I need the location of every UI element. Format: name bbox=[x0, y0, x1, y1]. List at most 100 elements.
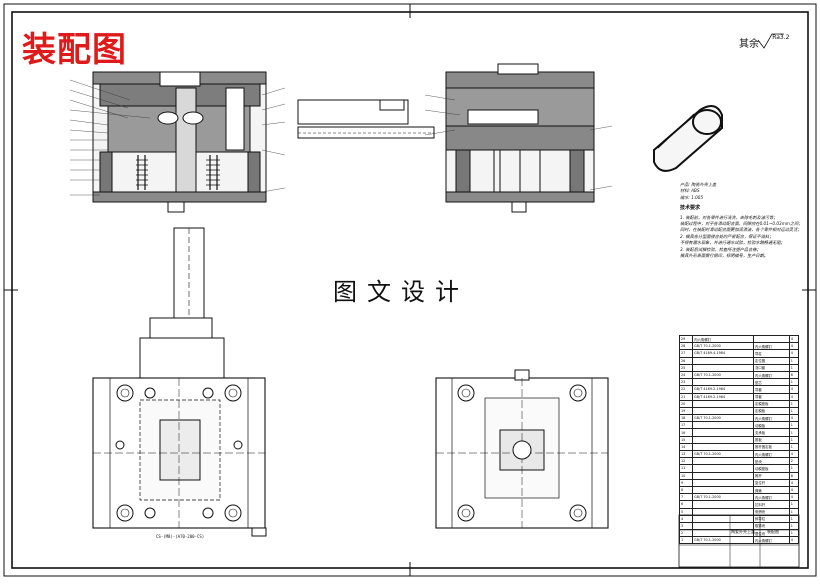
note-line-4: 不得有漏水现象，并进行通水试验，检验水路畅通无阻； bbox=[680, 240, 785, 246]
bom-cell bbox=[692, 356, 754, 365]
bom-cell: 25 bbox=[678, 363, 694, 372]
bom-cell: 4 bbox=[788, 414, 800, 423]
bom-cell: 1 bbox=[788, 399, 800, 408]
bom-cell: 内六角螺钉 bbox=[752, 449, 790, 459]
bom-cell: 18 bbox=[678, 414, 694, 423]
bom-cell: 4 bbox=[788, 493, 800, 502]
title-block-name: 陶瓷外壳上盖 bbox=[731, 529, 755, 534]
bom-cell bbox=[692, 507, 754, 516]
view-label: CS-(M8)-(A70-200-CS) bbox=[156, 534, 205, 539]
bom-cell bbox=[692, 471, 754, 480]
bom-cell: GB/T 70.1-2000 bbox=[692, 342, 754, 351]
bom-cell: 内六角螺钉 bbox=[692, 334, 754, 344]
bom-cell: 24 bbox=[678, 370, 694, 380]
part-isometric-view bbox=[653, 105, 723, 172]
bom-cell: 21 bbox=[678, 392, 694, 401]
roughness-label: 其余 bbox=[739, 39, 759, 50]
bom-cell: 1 bbox=[788, 435, 800, 444]
bom-cell bbox=[692, 500, 754, 509]
bom-cell: GB/T 70.1-2000 bbox=[692, 370, 754, 380]
bom-cell: 22 bbox=[678, 385, 694, 394]
note-line-3: 2. 模具各分型面接合处的严密配合，保证不溢料； bbox=[680, 233, 774, 239]
note-line-1: 装配过程中，对于各滑动配合面，间隙应在0.01~0.03mm之间； bbox=[680, 221, 803, 227]
bom-cell bbox=[692, 363, 754, 372]
bom-cell: 8 bbox=[678, 485, 694, 495]
fixed-half-plan-view bbox=[435, 369, 609, 529]
bom-cell: 11 bbox=[678, 464, 694, 473]
bom-cell: 定模板 bbox=[752, 406, 790, 416]
bom-cell: 内六角螺钉 bbox=[752, 370, 790, 380]
bom-cell: 内六角螺钉 bbox=[752, 342, 790, 351]
bom-cell: 推杆固定板 bbox=[752, 442, 790, 452]
roughness-note: 其余 Ra3.2 bbox=[739, 34, 789, 50]
bom-cell: 侧滑块 bbox=[752, 507, 790, 516]
bom-cell: 内六角螺钉 bbox=[752, 536, 790, 545]
moving-half-plan-view bbox=[92, 227, 267, 537]
note-line-0: 1. 装配前，对各零件进行清洗，去除毛刺及油污等； bbox=[680, 214, 778, 220]
product-info-2: 缩水: 1.005 bbox=[680, 194, 704, 200]
bom-cell: 5 bbox=[678, 507, 694, 516]
note-line-2: 同时，在装配时滑动配合面要加润滑油，各个零件相对运动灵活； bbox=[680, 227, 802, 233]
bom-cell bbox=[752, 334, 790, 344]
bom-cell: 复位杆 bbox=[752, 478, 790, 487]
bom-cell: 1 bbox=[788, 500, 800, 509]
bom-cell bbox=[692, 378, 754, 387]
bom-cell: 支承板 bbox=[752, 428, 790, 437]
bom-cell: 2 bbox=[678, 529, 694, 538]
drawing-title: 装配图 bbox=[22, 30, 127, 70]
bom-cell: 1 bbox=[788, 406, 800, 416]
bom-cell: GB/T 4169.2-1984 bbox=[692, 392, 754, 401]
bom-cell: 1 bbox=[788, 428, 800, 437]
bom-cell: GB/T 4169.4-1984 bbox=[692, 349, 754, 358]
bom-cell: GB/T 4169.2-1984 bbox=[692, 385, 754, 394]
title-block-type: 装配图 bbox=[767, 529, 779, 534]
bom-cell: 4 bbox=[788, 385, 800, 394]
bom-cell: 定模座板 bbox=[752, 399, 790, 408]
bom-cell: 9 bbox=[678, 478, 694, 487]
bom-cell: 1 bbox=[788, 442, 800, 452]
bom-cell: 4 bbox=[788, 342, 800, 351]
product-info-0: 产品: 陶瓷外壳上盖 bbox=[680, 182, 717, 187]
bom-cell: 4 bbox=[788, 478, 800, 487]
bom-cell: 4 bbox=[678, 514, 694, 523]
bom-cell bbox=[692, 514, 754, 523]
bom-cell: 1 bbox=[678, 536, 694, 545]
bom-cell: 4 bbox=[788, 536, 800, 545]
bom-cell: 1 bbox=[788, 521, 800, 531]
bom-cell: 内六角螺钉 bbox=[752, 493, 790, 502]
bom-cell bbox=[692, 406, 754, 416]
bom-cell bbox=[692, 464, 754, 473]
bom-cell: 16 bbox=[678, 428, 694, 437]
roughness-symbol bbox=[757, 33, 784, 49]
bom-cell: 4 bbox=[788, 485, 800, 495]
note-line-5: 3. 装配后试模检验，检查所注塑产品合格； bbox=[680, 246, 761, 252]
bom-cell: 10 bbox=[678, 471, 694, 480]
bom-cell: 推板 bbox=[752, 435, 790, 444]
note-line-6: 模具外形表面需打钢印，标明编号，生产日期。 bbox=[680, 253, 768, 259]
bom-cell: 2 bbox=[788, 457, 800, 466]
bom-cell: 动模板 bbox=[752, 421, 790, 430]
bom-cell: 4 bbox=[788, 392, 800, 401]
bom-cell: 14 bbox=[678, 442, 694, 452]
bom-cell: 29 bbox=[678, 334, 694, 344]
bom-cell: 12 bbox=[678, 457, 694, 466]
bom-cell: 1 bbox=[788, 529, 800, 538]
